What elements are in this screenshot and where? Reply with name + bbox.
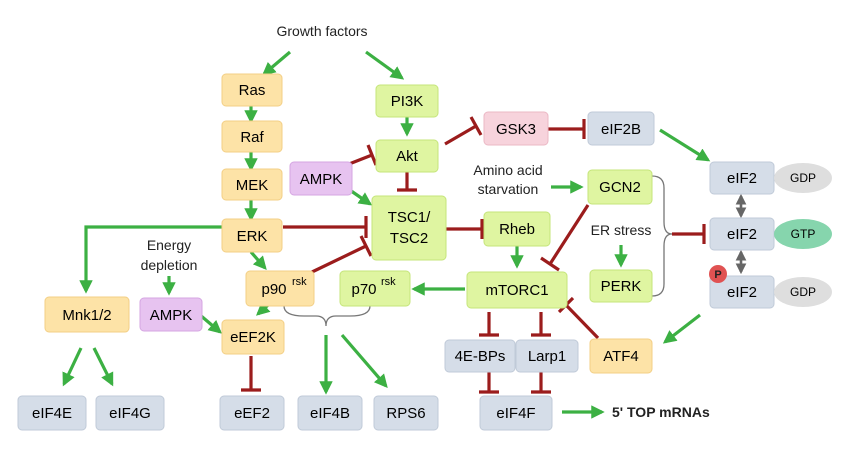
edge-erk-p90 — [249, 250, 267, 271]
node-mtorc1: mTORC1 — [466, 271, 568, 309]
edge-eif2-atf4 — [662, 313, 701, 344]
node-ras: Ras — [221, 73, 283, 107]
svg-text:GSK3: GSK3 — [496, 121, 536, 138]
svg-text:Ras: Ras — [239, 82, 266, 99]
amino-acid-label-1: Amino acid — [473, 162, 542, 178]
svg-text:Larp1: Larp1 — [528, 348, 566, 365]
svg-text:RPS6: RPS6 — [386, 405, 425, 422]
svg-text:GDP: GDP — [790, 171, 816, 185]
node-eef2k: eEF2K — [221, 319, 285, 355]
node-eif4f: eIF4F — [479, 395, 553, 431]
svg-text:eEF2K: eEF2K — [230, 329, 276, 346]
edge-gf-pi3k — [365, 50, 405, 80]
svg-text:eIF4F: eIF4F — [496, 405, 535, 422]
svg-text:PERK: PERK — [601, 278, 642, 295]
svg-text:p90: p90 — [261, 281, 286, 298]
node-eif2b: eIF2B — [587, 111, 655, 146]
node-mnk: Mnk1/2 — [44, 296, 130, 333]
edge-p90-tsc — [311, 244, 367, 274]
node-gcn2: GCN2 — [587, 169, 653, 205]
node-4ebps: 4E-BPs — [444, 339, 516, 373]
svg-text:eIF2: eIF2 — [727, 170, 757, 187]
node-eif2-gdp-top: eIF2 GDP — [709, 161, 832, 195]
svg-text:AMPK: AMPK — [300, 171, 343, 188]
svg-text:Raf: Raf — [240, 129, 264, 146]
svg-text:ATF4: ATF4 — [603, 348, 639, 365]
er-stress-label: ER stress — [591, 222, 652, 238]
svg-text:Mnk1/2: Mnk1/2 — [62, 307, 111, 324]
svg-text:GDP: GDP — [790, 285, 816, 299]
node-eef2: eEF2 — [219, 395, 285, 431]
edge-ampk-eef2k — [198, 313, 223, 334]
svg-text:Rheb: Rheb — [499, 221, 535, 238]
node-gsk3: GSK3 — [483, 111, 549, 146]
node-pi3k: PI3K — [375, 84, 439, 118]
svg-text:GTP: GTP — [791, 227, 816, 241]
inhibition-edges — [241, 116, 706, 394]
svg-text:AMPK: AMPK — [150, 307, 193, 324]
svg-text:mTORC1: mTORC1 — [485, 282, 548, 299]
node-atf4: ATF4 — [589, 338, 653, 374]
svg-text:eIF2: eIF2 — [727, 226, 757, 243]
node-eif2-gtp: eIF2 GTP — [709, 217, 832, 251]
node-mek: MEK — [221, 168, 283, 201]
kinase-bracket — [651, 175, 673, 297]
svg-text:TSC1/: TSC1/ — [388, 209, 431, 226]
edge-rsk-rps6 — [340, 333, 388, 389]
svg-text:MEK: MEK — [236, 177, 269, 194]
svg-text:TSC2: TSC2 — [390, 230, 428, 247]
node-rheb: Rheb — [483, 211, 551, 247]
svg-text:eIF2B: eIF2B — [601, 121, 641, 138]
svg-text:GCN2: GCN2 — [599, 179, 641, 196]
nodes: Ras Raf MEK ERK Mnk1/2 p90 rsk eEF2K — [17, 73, 832, 431]
amino-acid-label-2: starvation — [478, 181, 539, 197]
edge-erk-mnk — [79, 225, 222, 294]
edge-gf-ras — [261, 50, 292, 76]
svg-text:ERK: ERK — [237, 228, 268, 245]
node-rps6: RPS6 — [373, 395, 439, 431]
svg-text:PI3K: PI3K — [391, 93, 424, 110]
energy-depletion-label-2: depletion — [141, 257, 198, 273]
free-labels: Growth factors Energy depletion Amino ac… — [141, 23, 710, 420]
node-eif4e: eIF4E — [17, 395, 87, 431]
edge-eif2b-eif2 — [659, 128, 711, 162]
node-tsc: TSC1/ TSC2 — [371, 195, 447, 261]
svg-text:rsk: rsk — [292, 276, 307, 288]
svg-text:eIF4G: eIF4G — [109, 405, 151, 422]
svg-text:p70: p70 — [351, 281, 376, 298]
svg-text:Akt: Akt — [396, 148, 419, 165]
edge-gcn2-mtorc1 — [548, 204, 590, 265]
node-eif4b: eIF4B — [297, 395, 363, 431]
svg-text:eIF2: eIF2 — [727, 284, 757, 301]
top-mrnas-label: 5' TOP mRNAs — [612, 404, 710, 420]
node-p90rsk: p90 rsk — [245, 270, 315, 307]
node-p70rsk: p70 rsk — [339, 270, 411, 307]
node-ampk-left: AMPK — [139, 297, 203, 332]
edge-atf4-mtorc1 — [564, 303, 600, 340]
phospho-badge: P — [709, 265, 727, 283]
growth-factors-label: Growth factors — [276, 23, 367, 39]
svg-text:P: P — [714, 269, 721, 281]
edge-mnk-eif4e — [62, 347, 83, 387]
node-eif4g: eIF4G — [95, 395, 165, 431]
node-akt: Akt — [375, 139, 439, 173]
svg-text:rsk: rsk — [381, 276, 396, 288]
svg-text:eIF4E: eIF4E — [32, 405, 72, 422]
node-eif2-gdp-bottom: eIF2 GDP — [709, 275, 832, 309]
rsk-bracket — [283, 305, 371, 327]
svg-text:4E-BPs: 4E-BPs — [455, 348, 506, 365]
node-erk: ERK — [221, 218, 283, 253]
node-perk: PERK — [589, 269, 653, 303]
node-ampk-top: AMPK — [289, 161, 353, 196]
node-raf: Raf — [221, 120, 283, 153]
svg-text:eIF4B: eIF4B — [310, 405, 350, 422]
energy-depletion-label-1: Energy — [147, 237, 191, 253]
node-larp1: Larp1 — [515, 339, 579, 373]
edge-mnk-eif4g — [92, 347, 114, 387]
svg-text:eEF2: eEF2 — [234, 405, 270, 422]
edge-akt-gsk3 — [444, 124, 477, 146]
